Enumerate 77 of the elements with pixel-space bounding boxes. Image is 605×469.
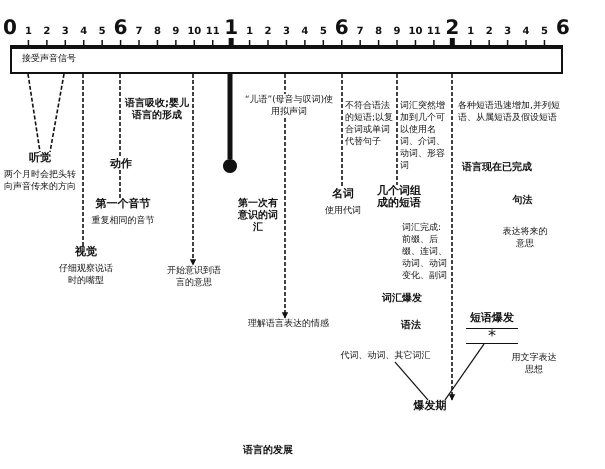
tick-number: 7: [134, 26, 144, 38]
note-text: 用文字表达思想: [510, 352, 558, 376]
dashed-line: [27, 74, 41, 152]
arrow: [190, 74, 196, 266]
heading-label: 视觉: [74, 246, 98, 258]
dashed-line: [119, 170, 121, 198]
description-text: 重复相同的音节: [90, 215, 156, 227]
text-label: 开始意识到语言的意思: [165, 265, 223, 289]
tick-number: 6: [554, 16, 571, 38]
stage-heading: 第一次有意识的词汇: [236, 198, 279, 234]
heading-label: 名词: [331, 188, 355, 200]
dashed-line: [396, 74, 398, 185]
text-label: 理解语言表达的情感: [236, 318, 341, 330]
tick-number: 3: [503, 26, 512, 38]
tick-number: 4: [300, 26, 310, 38]
tick-number: 1: [24, 26, 33, 38]
stage-heading: 语言现在已完成: [462, 162, 533, 174]
tick-number: 2: [42, 26, 52, 38]
tick-number: 0: [2, 16, 18, 38]
tick-number: 4: [522, 26, 531, 38]
dashed-line: [82, 74, 84, 246]
dashed-line: [49, 74, 65, 152]
text-label: 几个词组成的短语: [375, 185, 423, 209]
tick-number: 5: [98, 26, 107, 38]
description-text: 两个月时会把头转向声音传来的方向: [3, 169, 77, 193]
connector-line: [228, 74, 232, 159]
tick-number: 2: [264, 26, 272, 38]
heading-label: 听觉: [28, 152, 52, 164]
description-text: 使用代词: [324, 205, 362, 217]
note-text: 词汇完成:前缀、后缀、连词、动词、动词变化、副词: [402, 222, 448, 282]
tick-number: 11: [204, 26, 221, 38]
note-text: 词汇突然增加到几个可以使用名词、介词、动词、形容词: [400, 100, 446, 172]
stage-heading: 语法: [401, 320, 422, 332]
stage-heading: 词汇爆发: [382, 293, 423, 305]
tick-number: 5: [540, 26, 549, 38]
connector-line: [394, 362, 428, 400]
tick-number: 1: [223, 16, 240, 38]
tick-number: 4: [79, 26, 88, 38]
timeline-ruler: [10, 45, 563, 74]
ruler-label: 接受声音信号: [22, 53, 76, 65]
tick-number: 10: [186, 26, 202, 38]
text-label: 代词、动词、其它词汇: [333, 350, 438, 362]
tick-number: 6: [112, 16, 129, 38]
text-label: 爆发期: [412, 400, 448, 412]
text-label: 动作: [106, 158, 136, 170]
caption: 语言的发展: [242, 445, 294, 457]
note-text: 各种短语迅速增加,并列短语、从属短语及假设短语: [458, 100, 560, 124]
stage-heading: 语言吸收;婴儿语言的形成: [124, 98, 190, 122]
tick-number: 1: [245, 26, 254, 38]
tick-number: 2: [484, 26, 494, 38]
tick-number: 5: [318, 26, 328, 38]
dashed-line: [119, 74, 121, 158]
arrow: [448, 74, 456, 401]
heading-label: 短语爆发: [469, 312, 515, 324]
tick-number: 3: [282, 26, 291, 38]
dashed-line: [341, 74, 343, 188]
tick-number: 8: [374, 26, 384, 38]
tick-number: 8: [152, 26, 162, 38]
tick-number: 1: [466, 26, 476, 38]
tick-number: 3: [60, 26, 70, 38]
tick-number: 7: [356, 26, 365, 38]
note-text: 不符合语法的短语;以复合词或单词代替句子: [345, 100, 394, 148]
tick-number: 2: [444, 16, 460, 38]
stage-heading: 句法: [511, 195, 534, 207]
dashed-line: [284, 74, 286, 94]
dot-marker: [223, 159, 237, 173]
tick-number: 10: [407, 26, 424, 38]
connector-line: [444, 344, 484, 400]
tick-number: 6: [334, 16, 350, 38]
tick-number: 9: [392, 26, 402, 38]
tick-number: 11: [426, 26, 442, 38]
description-text: 仔细观察说话时的嘴型: [58, 263, 114, 287]
note-text: 表达将来的意思: [502, 226, 548, 250]
heading-label: 第一个音节: [94, 198, 152, 210]
text-label: “儿语”(母音与叹词)使用拟声词: [244, 94, 334, 118]
arrow: [282, 118, 288, 319]
tick-number: 9: [171, 26, 180, 38]
